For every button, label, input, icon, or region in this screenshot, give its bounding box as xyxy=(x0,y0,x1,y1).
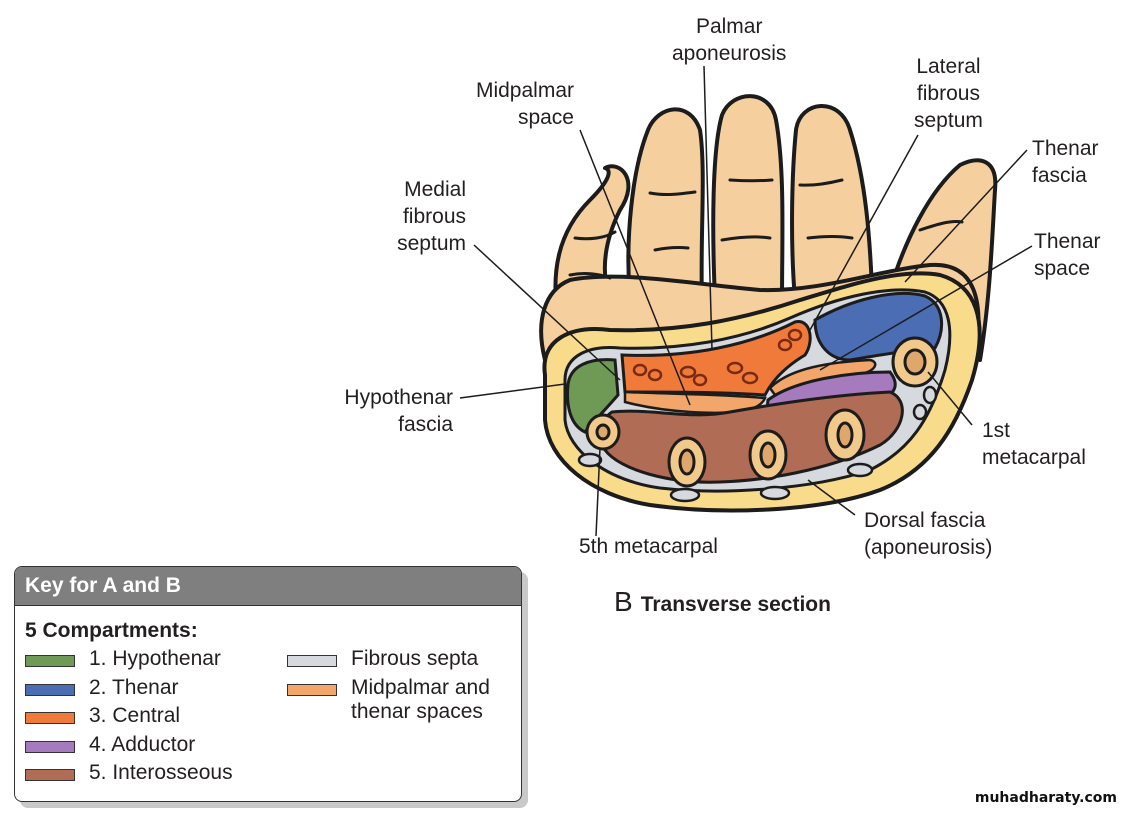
key-other-list: Fibrous septa Midpalmar and thenar space… xyxy=(287,647,490,723)
adductor-swatch xyxy=(25,740,75,753)
key-item-thenar: 2. Thenar xyxy=(25,676,233,705)
key-header: Key for A and B xyxy=(15,567,521,606)
leader-palmar-aponeurosis xyxy=(703,65,713,351)
middle-finger xyxy=(711,94,785,302)
leader-first-metacarpal xyxy=(927,371,973,426)
label-lateral-fibrous-septum: Lateral fibrous septum xyxy=(914,55,983,132)
hypothenar-swatch xyxy=(25,655,75,667)
label-medial-fibrous-septum: Medial fibrous septum xyxy=(397,178,466,255)
panel-title: Transverse section xyxy=(640,593,831,616)
central-compartment xyxy=(620,320,812,397)
leader-midpalmar-space xyxy=(579,129,691,406)
leader-thenar-space xyxy=(819,245,1033,371)
extensor-tendons xyxy=(577,385,938,503)
key-item-hypothenar: 1. Hypothenar xyxy=(25,647,233,676)
key-item-central: 3. Central xyxy=(25,704,233,733)
label-thenar-fascia: Thenar fascia xyxy=(1032,137,1099,187)
watermark: muhadharaty.com xyxy=(974,790,1117,806)
leader-fifth-metacarpal xyxy=(595,447,601,537)
key-item-label: 1. Hypothenar xyxy=(89,647,221,670)
label-midpalmar-space: Midpalmar space xyxy=(475,79,574,129)
key-item-label: 5. Interosseous xyxy=(89,761,233,784)
leader-lines xyxy=(459,65,1033,537)
figure-caption: B Transverse section xyxy=(614,586,831,618)
key-item-label: 3. Central xyxy=(89,704,181,727)
thenar-swatch xyxy=(25,683,75,696)
fibrous-septa-swatch xyxy=(287,655,337,667)
spaces-swatch xyxy=(287,683,337,696)
key-item-spaces: Midpalmar and thenar spaces xyxy=(287,676,490,723)
leader-lateral-fibrous-septum xyxy=(809,134,919,331)
index-finger xyxy=(790,104,874,302)
finger-creases xyxy=(568,178,964,280)
label-palmar-aponeurosis: Palmar aponeurosis xyxy=(672,15,787,65)
key-item-label: 2. Thenar xyxy=(89,675,179,699)
key-item-adductor: 4. Adductor xyxy=(25,733,233,762)
label-first-metacarpal: 1st metacarpal xyxy=(982,419,1086,469)
key-item-interosseous: 5. Interosseous xyxy=(25,761,233,790)
key-subtitle: 5 Compartments: xyxy=(25,619,198,642)
leader-medial-fibrous-septum xyxy=(473,244,621,381)
key-item-label: 4. Adductor xyxy=(89,732,196,756)
label-fifth-metacarpal: 5th metacarpal xyxy=(579,535,718,558)
leader-dorsal-fascia xyxy=(807,479,856,516)
metacarpal-bones xyxy=(585,336,939,488)
panel-letter: B xyxy=(614,586,633,617)
ring-finger xyxy=(626,107,705,302)
label-thenar-space: Thenar space xyxy=(1034,230,1101,280)
leader-thenar-fascia xyxy=(904,149,1028,283)
label-hypothenar-fascia: Hypothenar fascia xyxy=(344,386,453,436)
interosseous-swatch xyxy=(25,769,75,781)
key-compartments-list: 1. Hypothenar 2. Thenar 3. Central 4. Ad… xyxy=(25,647,233,790)
key-item-label: Fibrous septa xyxy=(351,647,479,670)
central-swatch xyxy=(25,712,75,724)
flexor-tendons xyxy=(632,328,803,387)
key-item-fibrous-septa: Fibrous septa xyxy=(287,647,490,676)
leader-hypothenar-fascia xyxy=(459,383,566,399)
key-item-label: Midpalmar and thenar spaces xyxy=(351,675,490,723)
label-dorsal-fascia: Dorsal fascia (aponeurosis) xyxy=(864,509,993,559)
hypothenar-compartment xyxy=(566,358,620,434)
key-box: Key for A and B 5 Compartments: 1. Hypot… xyxy=(14,566,522,802)
